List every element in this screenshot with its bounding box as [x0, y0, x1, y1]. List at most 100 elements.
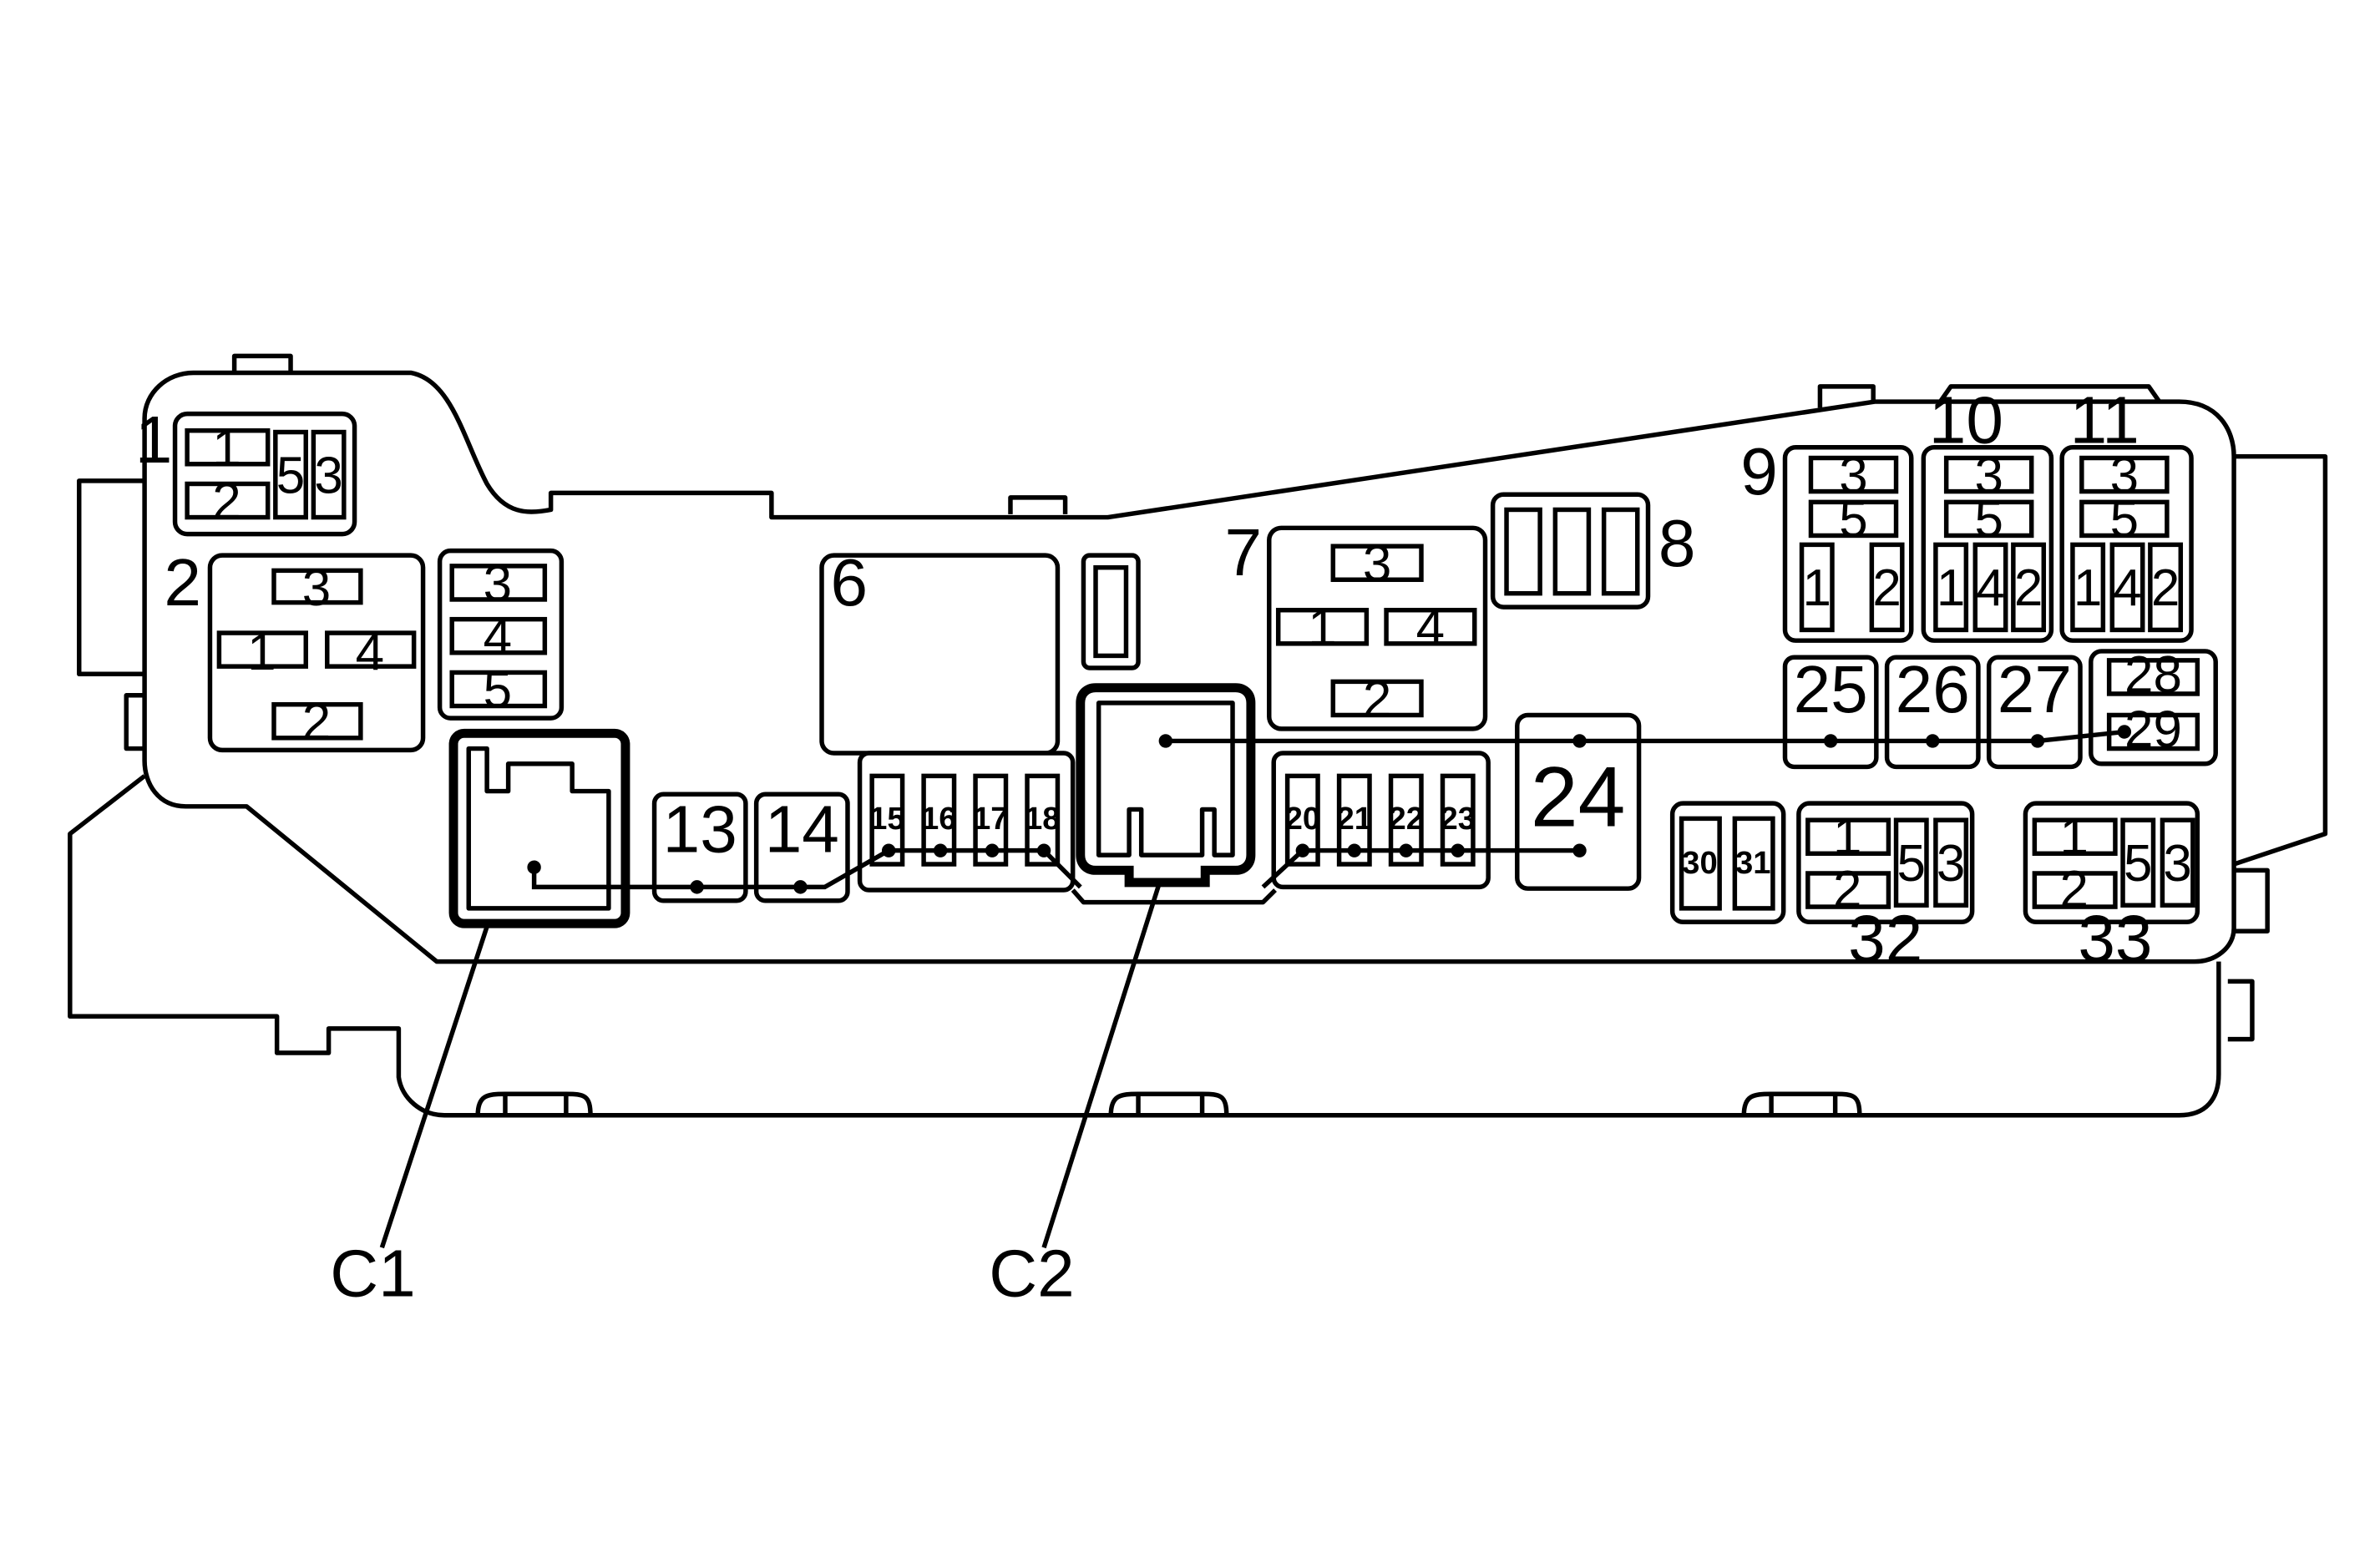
relay-7-pin-4 — [1384, 607, 1477, 646]
right-clip-2 — [2227, 979, 2255, 1042]
relay-10-pin-5 — [1943, 499, 2034, 539]
bottom-tab-3 — [1741, 1091, 1862, 1115]
relay-33-pin-5-label: 5 — [2124, 835, 2152, 893]
c2-wire-node-24-top — [1572, 734, 1587, 748]
connector-345-pin-4-label: 4 — [484, 609, 512, 666]
relay-33-label: 33 — [2078, 901, 2152, 976]
relay-33-pin-3 — [2160, 817, 2195, 908]
relay-11-label: 11 — [2070, 382, 2139, 457]
relay-7-pin-4-label: 4 — [1416, 599, 1445, 657]
c2-wire-node-29 — [2117, 725, 2132, 739]
c1-wire-node-15 — [881, 843, 896, 857]
fuse-29-label: 29 — [2124, 701, 2182, 759]
relay-33-pin-3-label: 3 — [2163, 835, 2191, 893]
bottom-tab-2 — [1108, 1091, 1229, 1115]
top-tab-mid — [1008, 495, 1068, 514]
fuse-13-body — [651, 792, 748, 903]
connector-c2 — [1071, 683, 1277, 905]
callout-c1-label: C1 — [330, 1236, 415, 1311]
relay-33-pin-2-label: 2 — [2060, 861, 2089, 918]
fuse-14: 14 — [753, 791, 850, 903]
connector-c2-body — [1076, 683, 1256, 888]
c1-wire — [531, 847, 1082, 890]
relay-7-pin-3 — [1330, 544, 1424, 583]
relay-11-pin-2-label: 2 — [2151, 559, 2180, 617]
relay-10-pin-4 — [1972, 542, 2008, 633]
connector-345-pin-3 — [449, 564, 548, 602]
relay-11-pin-1 — [2070, 542, 2106, 633]
c2-wire-node-25 — [1823, 734, 1838, 748]
relay-11-pin-5 — [2079, 499, 2170, 539]
c1-wire-node-c1 — [527, 860, 541, 874]
left-latch — [77, 478, 145, 676]
relay-32-pin-2-label: 2 — [1833, 861, 1861, 918]
relay-11-pin-4-label: 4 — [2113, 559, 2141, 617]
fuse-30 — [1679, 816, 1722, 911]
relay-1-pin-2 — [185, 481, 271, 520]
fuse-block-28-29: 28 29 — [2089, 646, 2218, 766]
relay-2-pin-2-label: 2 — [302, 694, 331, 751]
fuse-8-slot-3 — [1601, 507, 1640, 596]
small-fuse-slot-inner — [1093, 564, 1129, 659]
relay-2-pin-2 — [271, 701, 363, 741]
relay-2-pin-3 — [271, 568, 363, 605]
relay-33-pin-2 — [2032, 871, 2118, 909]
relay-9-pin-2 — [1869, 542, 1905, 633]
relay-9-pin-5 — [1808, 499, 1899, 539]
relay-7-pin-2 — [1330, 679, 1424, 718]
fuse-23-label: 23 — [1440, 801, 1476, 837]
relay-1: 1 2 5 3 1 — [135, 402, 357, 537]
connector-c1-body — [448, 728, 630, 928]
c2-wire-circuit — [1158, 725, 2132, 889]
fuse-17-label: 17 — [973, 801, 1009, 837]
relay-33-pin-1 — [2032, 817, 2118, 857]
relay-1-pin-2-label: 2 — [212, 473, 241, 530]
connector-c1 — [448, 728, 630, 928]
relay-2-pin-4-label: 4 — [356, 624, 384, 681]
callout-c1: C1 — [330, 925, 489, 1311]
fuse-18-label: 18 — [1025, 801, 1061, 837]
relay-10-pin-4-label: 4 — [1976, 559, 2004, 617]
fuse-8-label: 8 — [1658, 505, 1696, 580]
housing-outline — [68, 353, 2328, 1118]
relay-11-pin-5-label: 5 — [2110, 491, 2139, 549]
relay-10-pin-5-label: 5 — [1974, 491, 2003, 549]
fuse-block-15-18: 15 16 17 18 — [857, 751, 1076, 893]
relay-10-pin-3-label: 3 — [1974, 447, 2003, 504]
relay-32-pin-2 — [1805, 871, 1891, 909]
relay-9-pin-3-label: 3 — [1839, 447, 1867, 504]
relay-7-pin-1 — [1275, 607, 1370, 646]
right-latch — [2233, 453, 2328, 867]
relay-7-pin-2-label: 2 — [1363, 670, 1391, 728]
fuse-14-label: 14 — [765, 791, 839, 866]
relay-33-pin-1-label: 1 — [2060, 807, 2089, 865]
relay-10-pin-2 — [2011, 542, 2047, 633]
top-tab-right — [1817, 384, 1876, 408]
relay-9-pin-5-label: 5 — [1839, 491, 1867, 549]
fuse-25-label: 25 — [1794, 651, 1868, 726]
c1-wire-node-16 — [933, 843, 948, 857]
fuse-31-label: 31 — [1735, 845, 1771, 881]
fuse-26-label: 26 — [1896, 651, 1970, 726]
relay-9: 3 5 1 2 9 — [1740, 433, 1914, 643]
callout-c2-label: C2 — [989, 1236, 1074, 1311]
top-tab-left — [231, 353, 293, 373]
c2-wire-node-24-bottom — [1572, 843, 1587, 857]
relay-7-pin-1-label: 1 — [1308, 599, 1336, 657]
top-ridge — [1938, 384, 2162, 403]
relay-1-pin-5 — [273, 429, 308, 520]
relay-7-label: 7 — [1224, 514, 1262, 589]
relay-10-pin-1-label: 1 — [1937, 559, 1965, 617]
c2-wire-node-21 — [1347, 843, 1362, 857]
relay-2-body — [207, 553, 426, 753]
connector-c2-keyway — [1096, 701, 1235, 857]
fuse-25: 25 — [1782, 651, 1879, 770]
relay-9-label: 9 — [1740, 433, 1778, 508]
right-clip-1 — [2234, 868, 2270, 933]
fuse-14-body — [753, 792, 850, 903]
c2-wire-node-26 — [1926, 734, 1940, 748]
relay-10-pin-2-label: 2 — [2014, 559, 2043, 617]
relay-11-pin-2 — [2148, 542, 2184, 633]
callout-c2-leader — [1041, 882, 1162, 1249]
